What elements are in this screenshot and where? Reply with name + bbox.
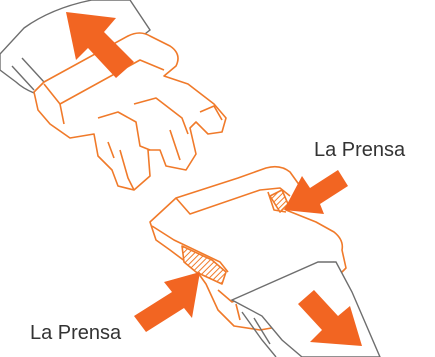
male-buckle (33, 32, 227, 191)
press-arrow-icon (284, 170, 348, 214)
press-label-top: La Prensa (314, 139, 406, 161)
press-arrow-icon (134, 272, 200, 332)
arrow-up-left-icon (66, 12, 134, 78)
arrow-down-right-icon (298, 290, 362, 346)
press-label-bottom: La Prensa (30, 322, 122, 344)
